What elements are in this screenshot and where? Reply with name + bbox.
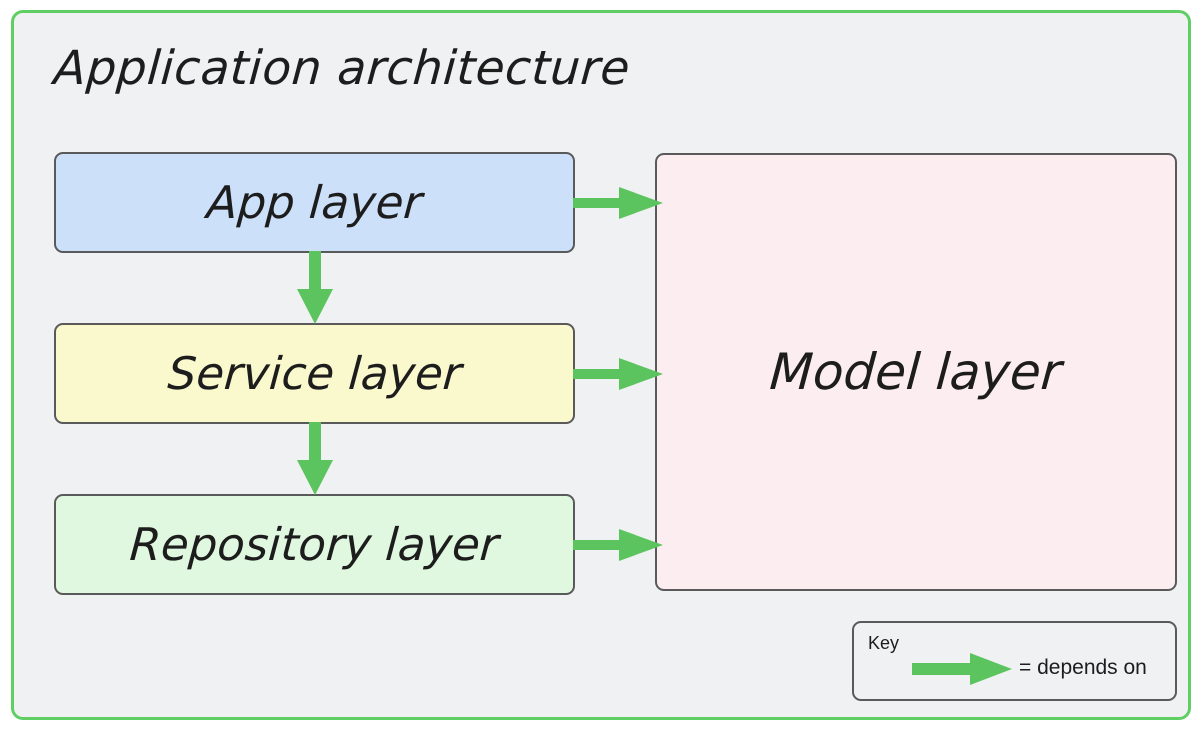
arrow-app-to-model-icon — [573, 187, 663, 219]
arrow-app-to-service-icon — [297, 251, 333, 324]
box-model-layer-label: Model layer — [768, 343, 1064, 401]
page-title: Application architecture — [52, 41, 632, 96]
diagram-frame: Application architecture App layer Servi… — [11, 10, 1191, 720]
box-service-layer-label: Service layer — [165, 347, 464, 400]
box-app-layer-label: App layer — [205, 176, 424, 229]
arrow-service-to-model-icon — [573, 358, 663, 390]
legend-title: Key — [868, 633, 900, 653]
box-repository-layer-label: Repository layer — [128, 518, 501, 571]
arrow-service-to-repository-icon — [297, 422, 333, 495]
legend-key-box: Key = depends on — [852, 621, 1177, 701]
legend-depends-on-label: = depends on — [1019, 656, 1147, 679]
box-app-layer[interactable]: App layer — [54, 152, 575, 253]
arrow-right-icon — [912, 653, 1012, 685]
box-model-layer[interactable]: Model layer — [655, 153, 1177, 591]
box-service-layer[interactable]: Service layer — [54, 323, 575, 424]
box-repository-layer[interactable]: Repository layer — [54, 494, 575, 595]
arrow-repository-to-model-icon — [573, 529, 663, 561]
